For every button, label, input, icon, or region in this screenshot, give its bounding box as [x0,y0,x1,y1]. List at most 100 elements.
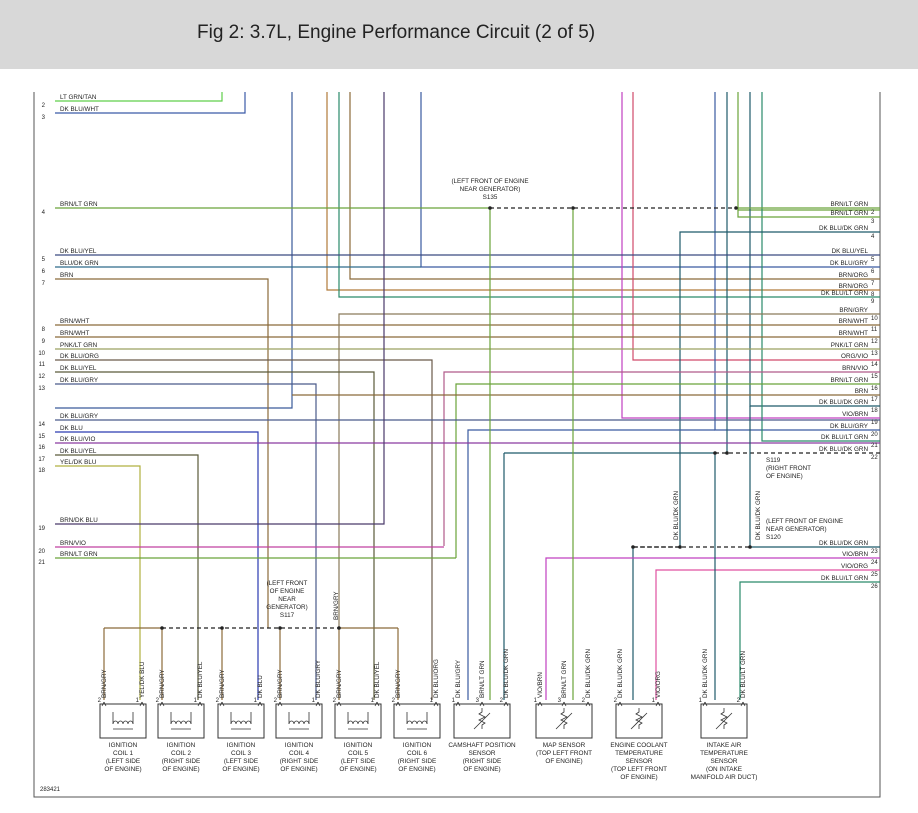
pin-wire-label: DK BLU/DK GRN [702,649,709,698]
pin-wire-label: DK BLU/ORG [433,659,440,698]
pin-wire-label: DK BLU [257,675,264,698]
right-wire-label: DK BLU/DK GRN [819,225,868,232]
right-wire-label: DK BLU/YEL [832,248,869,255]
pin-wire-label: BRN/GRY [336,669,343,698]
left-wire-number: 12 [38,374,45,380]
right-wire-number: 25 [871,572,878,578]
right-wire-label: BRN/GRY [839,307,868,314]
pin-number: 2 [614,698,618,704]
left-wire-number: 8 [42,327,46,333]
pin-wire-label: DK BLU/DK GRN [617,649,624,698]
pin-number: 3 [558,698,562,704]
pin-number: 1 [452,698,456,704]
pin-wire-label: BRN/LT GRN [561,660,568,698]
pin-wire-label: VIO/ORG [655,671,662,698]
right-wire-label: VIO/BRN [842,551,868,558]
right-wire-label: DK BLU/LT GRN [821,290,868,297]
pin-number: 2 [333,698,337,704]
left-wire-label: PNK/LT GRN [60,342,98,349]
vertical-trunks [55,92,880,453]
right-wire-number: 3 [871,219,875,225]
right-wire-number: 11 [871,327,878,333]
left-wire-label: DK BLU/YEL [60,365,97,372]
right-wire-number: 10 [871,316,878,322]
left-wire-number: 16 [38,445,45,451]
left-wire-label: DK BLU [60,425,83,432]
right-wire-number: 24 [871,560,878,566]
left-wire-label: BRN/DK BLU [60,517,98,524]
right-wire-label: BRN/LT GRN [830,201,868,208]
left-wire-label: YEL/DK BLU [60,459,97,466]
left-wire-label: BRN [60,272,74,279]
right-wire-number: 14 [871,362,878,368]
left-wire-number: 2 [42,103,46,109]
pin-number: 1 [194,698,198,704]
pin-number: 1 [652,698,656,704]
left-wire-label: BRN/VIO [60,540,86,547]
right-wire-label: ORG/VIO [841,353,868,360]
left-wire-number: 5 [42,257,46,263]
pin-wire-label: DK BLU/YEL [197,661,204,698]
pin-wire-label: DK BLU/GRY [455,659,462,698]
left-wire-number: 3 [42,115,46,121]
left-wire-label: DK BLU/WHT [60,106,99,113]
pin-number: 1 [371,698,375,704]
right-wire-number: 2 [871,210,875,216]
left-wire-label: BLU/DK GRN [60,260,99,267]
pin-number: 2 [582,698,586,704]
pin-number: 1 [699,698,703,704]
left-wire-label: BRN/LT GRN [60,551,98,558]
right-wire-number: 8 [871,292,875,298]
left-wire-number: 6 [42,269,46,275]
splice-dots [160,206,752,630]
pin-number: 2 [392,698,396,704]
vertical-label-brn-gry: BRN/GRY [333,591,340,620]
right-wire-label: VIO/ORG [841,563,868,570]
pin-number: 2 [216,698,220,704]
right-wire-label: PNK/LT GRN [831,342,869,349]
right-wire-number: 20 [871,432,878,438]
pin-number: 1 [312,698,316,704]
pin-wire-label: BRN/GRY [219,669,226,698]
figure-id: 283421 [40,787,61,793]
pin-wire-label: DK BLU/DK GRN [585,649,592,698]
left-wire-number: 20 [38,549,45,555]
left-wire-number: 21 [38,560,45,566]
right-wire-label: BRN/VIO [842,365,868,372]
pin-wire-label: DK BLU/GRY [315,659,322,698]
left-wire-label: DK BLU/VIO [60,436,95,443]
right-wire-number: 23 [871,549,878,555]
pin-wire-label: DK BLU/LT GRN [740,651,747,698]
right-wire-label: BRN/WHT [839,318,869,325]
pin-number: 1 [254,698,258,704]
right-wire-number: 9 [871,299,875,305]
wiring-svg: 283421 [33,92,881,798]
right-wire-number: 5 [871,257,875,263]
left-wire-label: DK BLU/GRY [60,377,99,384]
figure-title: Fig 2: 3.7L, Engine Performance Circuit … [197,22,596,43]
right-wire-number: 16 [871,386,878,392]
right-wire-label: BRN/LT GRN [830,377,868,384]
pin-number: 2 [500,698,504,704]
right-wire-label: BRN/LT GRN [830,210,868,217]
